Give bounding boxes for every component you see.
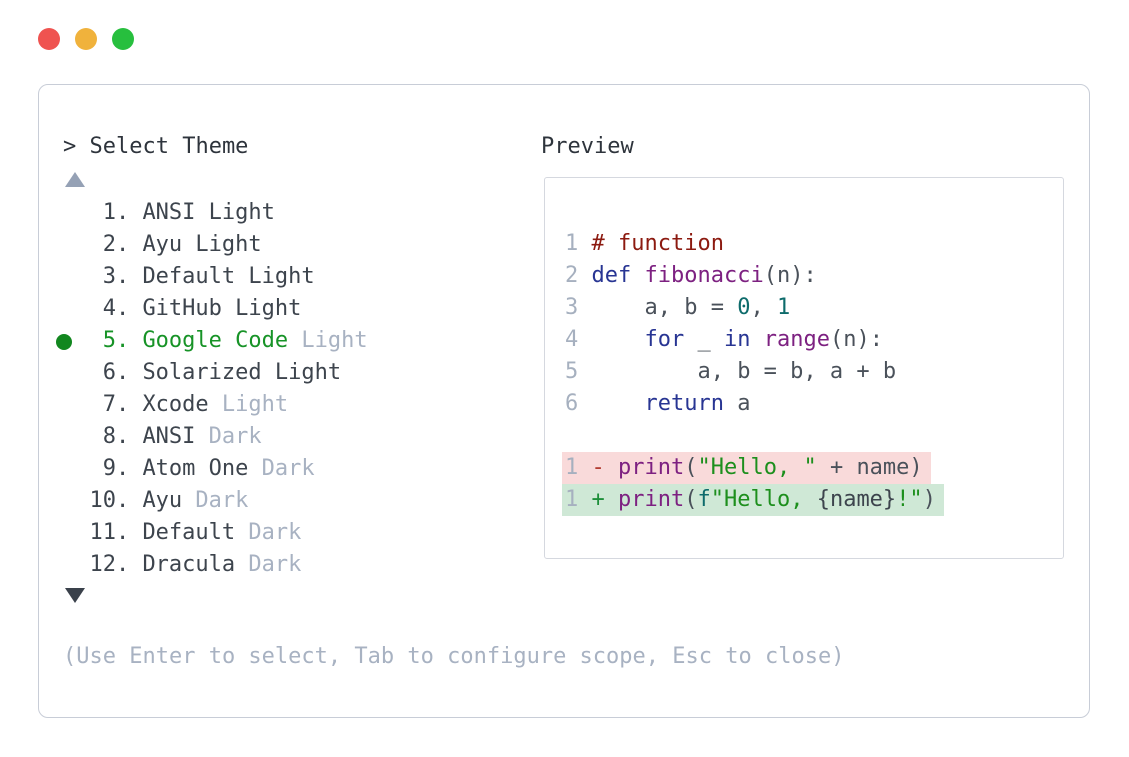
theme-item-variant: Light <box>221 296 302 321</box>
theme-item-label: ANSI <box>142 200 196 225</box>
theme-item-number: 2. <box>102 232 130 257</box>
theme-item-variant: Dark <box>195 424 262 449</box>
theme-item-label: Ayu <box>142 232 183 257</box>
theme-item-number: 10. <box>89 488 130 513</box>
theme-list-item[interactable]: 3. Default Light <box>63 261 368 293</box>
maximize-button[interactable] <box>112 28 134 50</box>
theme-item-variant: Light <box>195 200 275 225</box>
theme-picker-panel: > Select Theme 1. ANSI Light 2. Ayu Light … <box>38 84 1090 718</box>
theme-item-label: Default <box>142 520 236 545</box>
theme-item-variant: Light <box>182 232 262 257</box>
line-number: 1 <box>565 231 592 256</box>
line-number: 2 <box>565 263 592 288</box>
theme-item-number: 12. <box>89 552 130 577</box>
window-controls <box>38 28 134 50</box>
theme-list-item[interactable]: 10. Ayu Dark <box>63 485 368 517</box>
selected-dot-icon <box>56 334 72 350</box>
theme-item-variant: Dark <box>235 552 302 577</box>
theme-list-item[interactable]: 12. Dracula Dark <box>63 549 368 581</box>
line-number: 3 <box>565 295 592 320</box>
preview-box: 1 # function 2 def fibonacci(n): 3 a, b = … <box>544 177 1064 559</box>
theme-list-item[interactable]: 4. GitHub Light <box>63 293 368 325</box>
theme-item-variant: Dark <box>182 488 249 513</box>
theme-item-label: GitHub <box>142 296 222 321</box>
theme-item-label: Solarized <box>142 360 262 385</box>
line-number: 4 <box>565 327 592 352</box>
theme-list-item[interactable]: 8. ANSI Dark <box>63 421 368 453</box>
minimize-button[interactable] <box>75 28 97 50</box>
line-number: 6 <box>565 391 592 416</box>
code-line: 2 def fibonacci(n): <box>565 263 817 288</box>
theme-list-item[interactable]: 11. Default Dark <box>63 517 368 549</box>
theme-item-variant: Light <box>288 328 368 353</box>
line-number: 1 <box>565 455 592 480</box>
code-line: 5 a, b = b, a + b <box>565 359 897 384</box>
theme-list-item[interactable]: 9. Atom One Dark <box>63 453 368 485</box>
preview-title: Preview <box>541 134 634 159</box>
theme-list-item[interactable]: 5. Google Code Light <box>56 325 368 357</box>
theme-list-item[interactable]: 1. ANSI Light <box>63 197 368 229</box>
theme-item-label: Xcode <box>142 392 209 417</box>
diff-line-added: 1 + print(f"Hello, {name}!") <box>562 484 1063 516</box>
theme-item-variant: Light <box>208 392 289 417</box>
theme-item-label: Dracula <box>142 552 236 577</box>
line-number: 5 <box>565 359 592 384</box>
theme-item-variant: Dark <box>235 520 302 545</box>
code-line: 4 for _ in range(n): <box>565 327 883 352</box>
theme-item-number: 4. <box>102 296 130 321</box>
theme-item-number: 11. <box>89 520 130 545</box>
close-button[interactable] <box>38 28 60 50</box>
theme-item-number: 9. <box>102 456 130 481</box>
scroll-up-button[interactable] <box>65 163 85 195</box>
theme-item-label: Google Code <box>142 328 289 353</box>
theme-item-number: 8. <box>102 424 130 449</box>
theme-item-variant: Dark <box>248 456 315 481</box>
line-number: 1 <box>565 487 592 512</box>
theme-item-variant: Light <box>261 360 342 385</box>
theme-item-number: 5. <box>102 328 130 353</box>
triangle-down-icon <box>65 587 85 603</box>
theme-list: 1. ANSI Light 2. Ayu Light 3. Default Light… <box>56 197 368 581</box>
code-line: 1 # function <box>565 231 724 256</box>
theme-item-number: 3. <box>102 264 130 289</box>
theme-list-item[interactable]: 7. Xcode Light <box>63 389 368 421</box>
theme-item-number: 6. <box>102 360 130 385</box>
theme-item-label: Ayu <box>142 488 183 513</box>
diff-sample: 1 - print("Hello, " + name)1 + print(f"H… <box>545 452 1063 516</box>
scroll-down-button[interactable] <box>65 579 85 611</box>
theme-item-number: 7. <box>102 392 130 417</box>
theme-item-variant: Light <box>235 264 315 289</box>
theme-item-number: 1. <box>102 200 130 225</box>
theme-item-label: Atom One <box>142 456 249 481</box>
footer-hint: (Use Enter to select, Tab to configure s… <box>63 644 845 669</box>
code-sample: 1 # function 2 def fibonacci(n): 3 a, b = … <box>545 178 1063 420</box>
code-line: 3 a, b = 0, 1 <box>565 295 791 320</box>
diff-line-removed: 1 - print("Hello, " + name) <box>562 452 1063 484</box>
theme-list-item[interactable]: 2. Ayu Light <box>63 229 368 261</box>
code-line: 6 return a <box>565 391 751 416</box>
theme-item-label: ANSI <box>142 424 196 449</box>
theme-item-label: Default <box>142 264 236 289</box>
triangle-up-icon <box>65 171 85 187</box>
prompt-line: > Select Theme <box>63 134 249 159</box>
theme-list-item[interactable]: 6. Solarized Light <box>63 357 368 389</box>
